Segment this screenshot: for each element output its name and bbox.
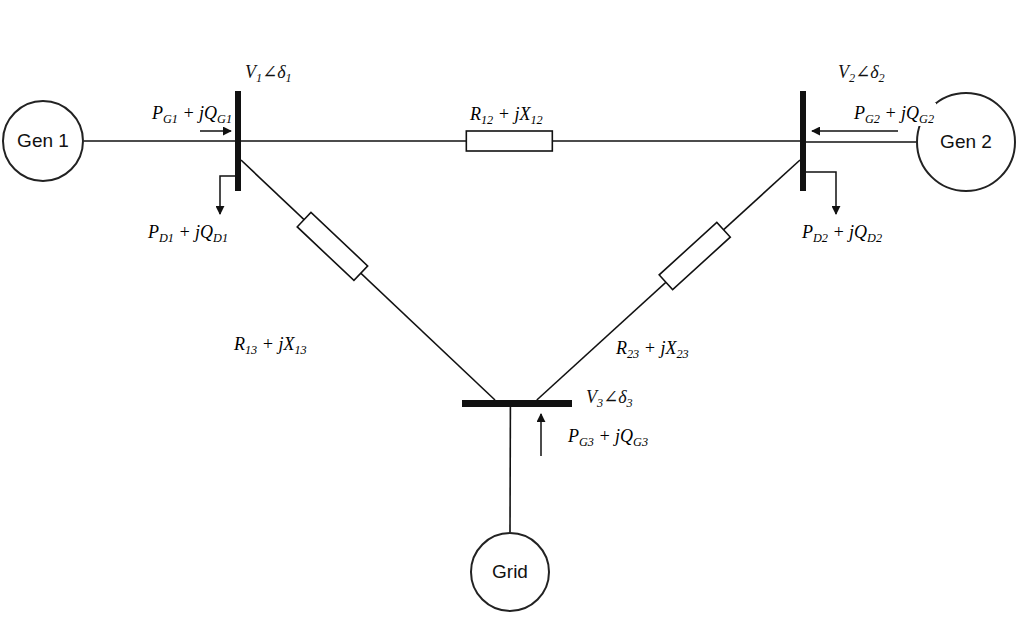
line-label: R23 + jX23 [614, 338, 691, 361]
grid-circle: Grid [470, 532, 550, 612]
subscript: G2 [865, 112, 880, 126]
subscript: D2 [813, 231, 828, 245]
bus-bar: V2∠δ2 [800, 91, 806, 191]
line-label: PG2 + jQG2 [852, 103, 936, 126]
subscript: G2 [919, 112, 934, 126]
text-run: R [616, 338, 627, 358]
line-connector [84, 140, 235, 142]
impedance-box [297, 212, 367, 280]
line-label: PG3 + jQG3 [566, 426, 650, 449]
subscript: D1 [159, 231, 174, 245]
source-name: Gen 2 [940, 131, 992, 153]
line-label: R13 + jX13 [232, 334, 309, 357]
subscript: 12 [530, 113, 542, 127]
subscript: 3 [627, 396, 633, 410]
text-run: Gen 2 [940, 131, 992, 152]
text-run: V [838, 62, 849, 82]
line-connector [241, 160, 495, 400]
text-run: ∠δ [855, 62, 878, 82]
subscript: 23 [676, 347, 688, 361]
text-run: + jX [493, 104, 530, 124]
line-label: R12 + jX12 [468, 104, 545, 127]
text-run: P [152, 103, 163, 123]
load-arrow [220, 176, 235, 214]
bus-bar: V3∠δ3 [462, 400, 572, 407]
text-run: V [245, 62, 256, 82]
load-label: PD2 + jQD2 [800, 222, 884, 245]
text-run: ∠δ [262, 62, 285, 82]
text-run: Gen 1 [17, 130, 69, 151]
bus-voltage-label: V3∠δ3 [586, 386, 633, 411]
bus-voltage-label: V2∠δ2 [838, 61, 885, 86]
load-arrow [806, 172, 836, 214]
subscript: 12 [481, 113, 493, 127]
text-run: + jX [257, 334, 294, 354]
text-run: ∠δ [603, 387, 626, 407]
subscript: D1 [213, 231, 228, 245]
text-run: P [568, 426, 579, 446]
line-label: PG1 + jQG1 [150, 103, 234, 126]
text-run: Grid [492, 561, 528, 582]
source-name: Gen 1 [17, 130, 69, 152]
impedance-box [466, 131, 552, 151]
text-run: R [470, 104, 481, 124]
impedance-box [659, 222, 730, 289]
text-run: V [586, 387, 597, 407]
text-run: + jQ [594, 426, 633, 446]
subscript: 23 [627, 347, 639, 361]
subscript: G3 [633, 435, 648, 449]
subscript: G1 [163, 112, 178, 126]
text-run: P [802, 222, 813, 242]
bus-voltage-label: V1∠δ1 [245, 61, 292, 86]
power-flow-arrow [200, 130, 231, 132]
text-run: + jQ [828, 222, 867, 242]
bus-bar: V1∠δ1 [235, 91, 241, 191]
power-flow-arrow [540, 414, 542, 456]
text-run: + jQ [880, 103, 919, 123]
text-run: + jX [639, 338, 676, 358]
line-connector [537, 160, 800, 400]
subscript: 1 [256, 71, 262, 85]
power-flow-arrow [812, 130, 898, 132]
line-connector [509, 407, 511, 532]
load-label: PD1 + jQD1 [146, 222, 230, 245]
subscript: 2 [879, 71, 885, 85]
generator-circle: Gen 1 [2, 100, 84, 182]
text-run: P [854, 103, 865, 123]
subscript: D2 [867, 231, 882, 245]
text-run: R [234, 334, 245, 354]
subscript: G1 [217, 112, 232, 126]
source-name: Grid [492, 561, 528, 583]
text-run: + jQ [174, 222, 213, 242]
subscript: 13 [245, 343, 257, 357]
subscript: 13 [294, 343, 306, 357]
subscript: 1 [286, 71, 292, 85]
subscript: 3 [597, 396, 603, 410]
line-connector [806, 141, 916, 143]
text-run: + jQ [178, 103, 217, 123]
text-run: P [148, 222, 159, 242]
subscript: G3 [579, 435, 594, 449]
subscript: 2 [849, 71, 855, 85]
